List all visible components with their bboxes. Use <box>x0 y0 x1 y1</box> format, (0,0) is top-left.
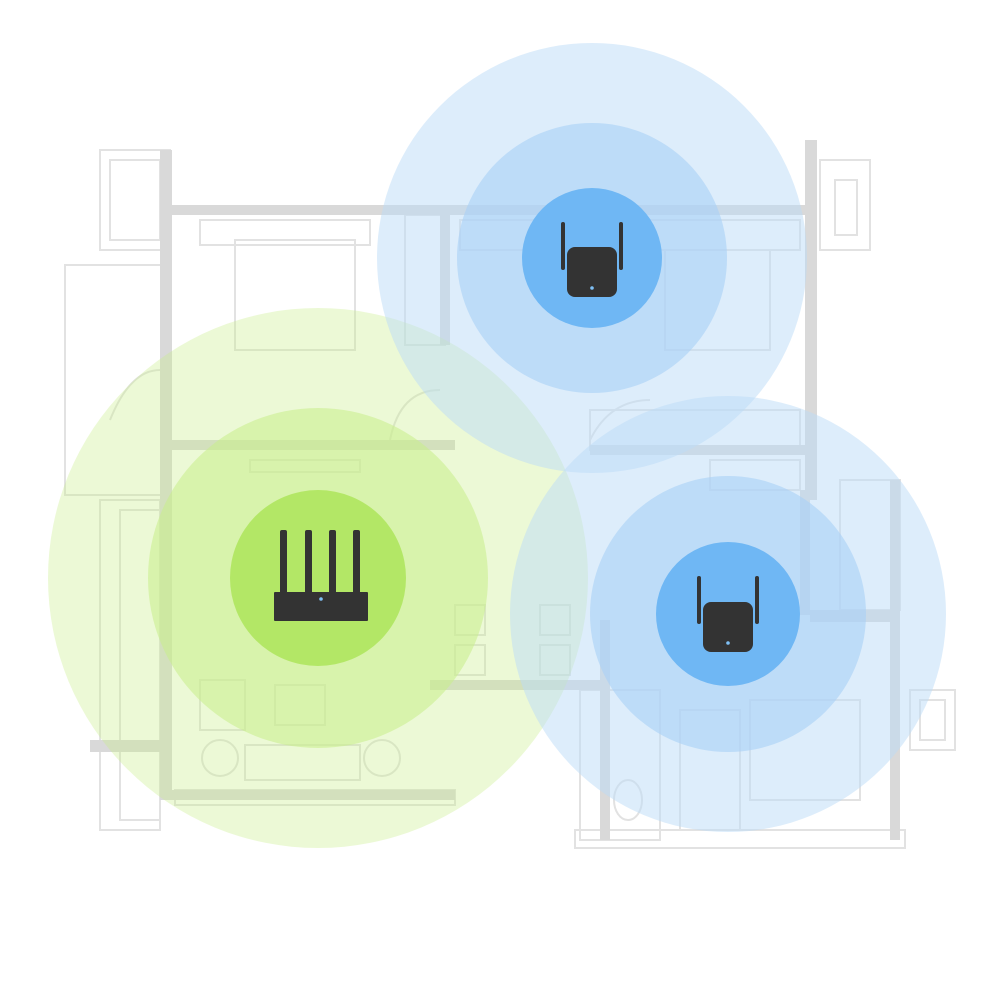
router-coverage-inner-ring <box>230 490 406 666</box>
wifi-extender-icon <box>561 222 623 297</box>
router-icon <box>274 530 368 621</box>
wifi-extender-icon <box>697 576 759 652</box>
router-coverage <box>48 308 588 848</box>
